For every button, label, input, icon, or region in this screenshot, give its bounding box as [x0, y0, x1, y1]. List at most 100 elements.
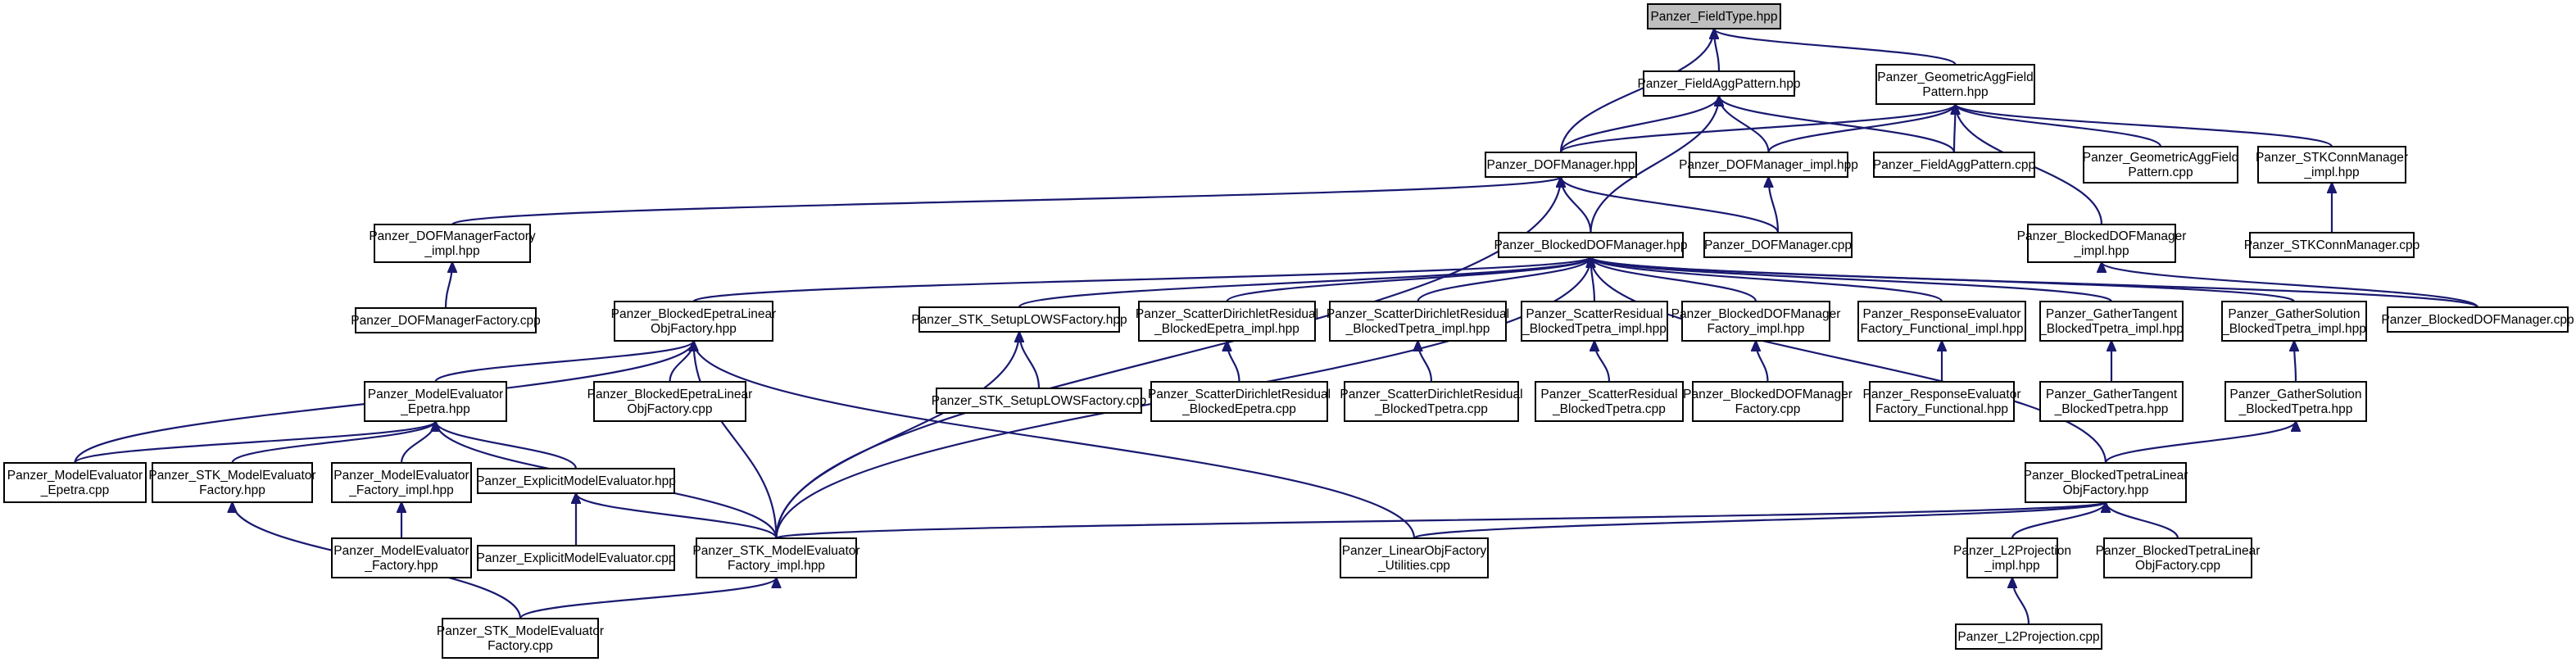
node-label-line: Panzer_GatherTangent [2046, 388, 2178, 401]
node-label-line: _Factory.hpp [364, 559, 438, 573]
node-label-line: Factory_impl.hpp [728, 559, 825, 573]
node-label-line: Panzer_ResponseEvaluator [1862, 307, 2020, 321]
file-node-panzer-fieldaggpattern-hpp[interactable]: Panzer_FieldAggPattern.hpp [1637, 70, 1801, 97]
node-label-line: Panzer_ScatterResidual [1526, 307, 1662, 321]
file-node-panzer-explicitmodelevaluator-cpp[interactable]: Panzer_ExplicitModelEvaluator.cpp [477, 545, 676, 571]
file-node-panzer-blockeddofmanager-impl-hpp[interactable]: Panzer_BlockedDOFManager_impl.hpp [2017, 224, 2187, 263]
node-label-line: Panzer_STK_SetupLOWSFactory.cpp [932, 394, 1146, 408]
file-node-panzer-stkconnmanager-cpp[interactable]: Panzer_STKConnManager.cpp [2244, 232, 2420, 258]
node-box [2225, 381, 2367, 422]
file-node-panzer-explicitmodelevaluator-hpp[interactable]: Panzer_ExplicitModelEvaluator.hpp [476, 468, 676, 494]
file-node-panzer-scatterdirichletresidual-blockedtpetra-impl-hpp[interactable]: Panzer_ScatterDirichletResidual_BlockedT… [1327, 301, 1509, 342]
edge-panzer-gathertangent-blockedtpetra-impl-hpp-to-panzer-blockeddofmanager-hpp [1591, 257, 2113, 303]
node-label-line: Panzer_ModelEvaluator [333, 544, 469, 558]
file-node-panzer-fieldaggpattern-cpp[interactable]: Panzer_FieldAggPattern.cpp [1873, 152, 2035, 178]
file-node-panzer-dofmanager-hpp[interactable]: Panzer_DOFManager.hpp [1485, 152, 1637, 178]
edge-panzer-fieldaggpattern-cpp-to-panzer-fieldaggpattern-hpp [1719, 96, 1956, 153]
file-node-panzer-scatterdirichletresidual-blockedepetra-impl-hpp[interactable]: Panzer_ScatterDirichletResidual_BlockedE… [1136, 301, 1318, 342]
file-node-panzer-scatterresidual-blockedtpetra-cpp[interactable]: Panzer_ScatterResidual_BlockedTpetra.cpp [1535, 381, 1684, 422]
file-node-panzer-modelevaluator-factory-hpp[interactable]: Panzer_ModelEvaluator_Factory.hpp [331, 537, 472, 578]
node-label-line: Panzer_BlockedEpetraLinear [611, 307, 777, 321]
file-node-panzer-gathersolution-blockedtpetra-impl-hpp[interactable]: Panzer_GatherSolution_BlockedTpetra_impl… [2221, 301, 2367, 342]
edge-panzer-scatterresidual-blockedtpetra-cpp-to-panzer-scatterresidual-blockedtpetra-impl-hpp [1594, 341, 1611, 383]
file-node-panzer-scatterresidual-blockedtpetra-impl-hpp[interactable]: Panzer_ScatterResidual_BlockedTpetra_imp… [1521, 301, 1668, 342]
file-node-panzer-gathertangent-blockedtpetra-impl-hpp[interactable]: Panzer_GatherTangent_BlockedTpetra_impl.… [2039, 301, 2184, 342]
node-label-line: Panzer_GatherSolution [2228, 307, 2360, 321]
node-label-line: _BlockedTpetra.hpp [2238, 402, 2353, 416]
file-node-panzer-dofmanagerfactory-impl-hpp[interactable]: Panzer_DOFManagerFactory_impl.hpp [369, 224, 536, 263]
file-node-panzer-dofmanager-cpp[interactable]: Panzer_DOFManager.cpp [1703, 232, 1853, 258]
edge-panzer-stk-modelevaluatorfactory-impl-hpp-to-panzer-explicitmodelevaluator-hpp [576, 493, 778, 539]
node-box [918, 306, 1120, 333]
edge-panzer-blockeddofmanager-hpp-to-panzer-fieldaggpattern-hpp [1590, 96, 1720, 234]
file-node-panzer-stk-setuplowsfactory-hpp[interactable]: Panzer_STK_SetupLOWSFactory.hpp [911, 306, 1127, 333]
node-label-line: Panzer_ScatterDirichletResidual [1148, 388, 1331, 401]
file-node-panzer-scatterdirichletresidual-blockedtpetra-cpp[interactable]: Panzer_ScatterDirichletResidual_BlockedT… [1340, 381, 1523, 422]
file-node-panzer-dofmanager-impl-hpp[interactable]: Panzer_DOFManager_impl.hpp [1679, 152, 1858, 178]
edge-panzer-dofmanager-hpp-to-panzer-fieldtype-hpp [1559, 29, 1714, 153]
file-node-panzer-linearobjfactory-utilities-cpp[interactable]: Panzer_LinearObjFactory_Utilities.cpp [1340, 537, 1489, 578]
edge-panzer-blockeddofmanagerfactory-cpp-to-panzer-blockeddofmanagerfactory-impl-hpp [1756, 341, 1769, 383]
file-node-panzer-l2projection-cpp[interactable]: Panzer_L2Projection.cpp [1955, 623, 2102, 650]
edge-panzer-linearobjfactory-utilities-cpp-to-panzer-blockedepetralinearobjfactory-hpp [694, 341, 1416, 539]
edge-panzer-gathersolution-blockedtpetra-hpp-to-panzer-gathersolution-blockedtpetra-impl-hpp [2294, 341, 2296, 383]
file-node-panzer-gathertangent-blockedtpetra-hpp[interactable]: Panzer_GatherTangent_BlockedTpetra.hpp [2039, 381, 2184, 422]
file-node-panzer-stk-modelevaluatorfactory-impl-hpp[interactable]: Panzer_STK_ModelEvaluatorFactory_impl.hp… [692, 537, 860, 578]
node-box [331, 537, 472, 578]
node-label-line: _BlockedTpetra_impl.hpp [1522, 322, 1667, 336]
edge-panzer-blockeddofmanager-cpp-to-panzer-blockeddofmanager-hpp [1591, 257, 2479, 309]
file-node-panzer-stk-setuplowsfactory-cpp[interactable]: Panzer_STK_SetupLOWSFactory.cpp [932, 388, 1146, 414]
file-node-panzer-l2projection-impl-hpp[interactable]: Panzer_L2Projection_impl.hpp [1953, 537, 2071, 578]
node-box [1875, 64, 2035, 105]
file-node-panzer-dofmanagerfactory-cpp[interactable]: Panzer_DOFManagerFactory.cpp [351, 307, 541, 333]
node-label-line: Panzer_DOFManager_impl.hpp [1679, 158, 1858, 172]
edge-panzer-blockedepetralinearobjfactory-hpp-to-panzer-blockeddofmanager-hpp [692, 257, 1591, 303]
node-label-line: Panzer_GatherTangent [2046, 307, 2178, 321]
file-node-panzer-stkconnmanager-impl-hpp[interactable]: Panzer_STKConnManager_impl.hpp [2256, 146, 2408, 184]
node-box [2221, 301, 2367, 342]
file-node-panzer-modelevaluator-epetra-cpp[interactable]: Panzer_ModelEvaluator_Epetra.cpp [3, 462, 147, 503]
node-label-line: Panzer_DOFManagerFactory.cpp [351, 314, 540, 328]
node-label-line: _Epetra.hpp [400, 402, 469, 416]
edge-panzer-stk-setuplowsfactory-hpp-to-panzer-blockeddofmanager-hpp [1018, 257, 1591, 309]
edge-panzer-fieldaggpattern-cpp-to-panzer-geometricaggfieldpattern-hpp [1954, 104, 1956, 153]
node-label-line: Factory.hpp [199, 483, 265, 497]
node-label-line: Panzer_ResponseEvaluator [1862, 388, 2020, 401]
file-node-panzer-blockeddofmanager-cpp[interactable]: Panzer_BlockedDOFManager.cpp [2381, 306, 2574, 333]
file-node-panzer-blockeddofmanager-hpp[interactable]: Panzer_BlockedDOFManager.hpp [1494, 232, 1688, 258]
file-node-panzer-gathersolution-blockedtpetra-hpp[interactable]: Panzer_GatherSolution_BlockedTpetra.hpp [2225, 381, 2367, 422]
node-label-line: Panzer_FieldAggPattern.cpp [1873, 158, 2035, 172]
node-label-line: _BlockedEpetra_impl.hpp [1154, 322, 1299, 336]
node-box [593, 381, 746, 422]
node-label-line: Panzer_BlockedDOFManager.cpp [2381, 313, 2574, 327]
node-label-line: Panzer_ModelEvaluator [333, 469, 469, 483]
file-node-panzer-modelevaluator-factory-impl-hpp[interactable]: Panzer_ModelEvaluator_Factory_impl.hpp [331, 462, 472, 503]
node-box [331, 462, 472, 503]
edge-panzer-stk-modelevaluatorfactory-impl-hpp-to-panzer-dofmanager-hpp [775, 177, 1562, 539]
node-label-line: Panzer_BlockedEpetraLinear [587, 388, 753, 401]
file-node-panzer-fieldtype-hpp[interactable]: Panzer_FieldType.hpp [1647, 3, 1781, 29]
file-node-panzer-modelevaluator-epetra-hpp[interactable]: Panzer_ModelEvaluator_Epetra.hpp [364, 381, 507, 422]
edge-panzer-geometricaggfieldpattern-cpp-to-panzer-geometricaggfieldpattern-hpp [1956, 104, 2162, 147]
file-node-panzer-responseevaluatorfactory-functional-hpp[interactable]: Panzer_ResponseEvaluatorFactory_Function… [1862, 381, 2021, 422]
node-label-line: Panzer_FieldType.hpp [1650, 10, 1777, 24]
file-node-panzer-responseevaluatorfactory-functional-impl-hpp[interactable]: Panzer_ResponseEvaluatorFactory_Function… [1857, 301, 2026, 342]
node-box [1873, 152, 2035, 178]
node-label-line: Panzer_STK_ModelEvaluator [148, 469, 315, 483]
node-box [2025, 462, 2187, 503]
edge-panzer-linearobjfactory-utilities-cpp-to-panzer-blockedtpetralinearobjfactory-hpp [1413, 502, 2106, 540]
edge-panzer-modelevaluator-epetra-hpp-to-panzer-blockedepetralinearobjfactory-hpp [434, 341, 694, 383]
node-box [3, 462, 147, 503]
file-node-panzer-scatterdirichletresidual-blockedepetra-cpp[interactable]: Panzer_ScatterDirichletResidual_BlockedE… [1148, 381, 1331, 422]
node-label-line: Factory_Functional_impl.hpp [1860, 322, 2023, 336]
